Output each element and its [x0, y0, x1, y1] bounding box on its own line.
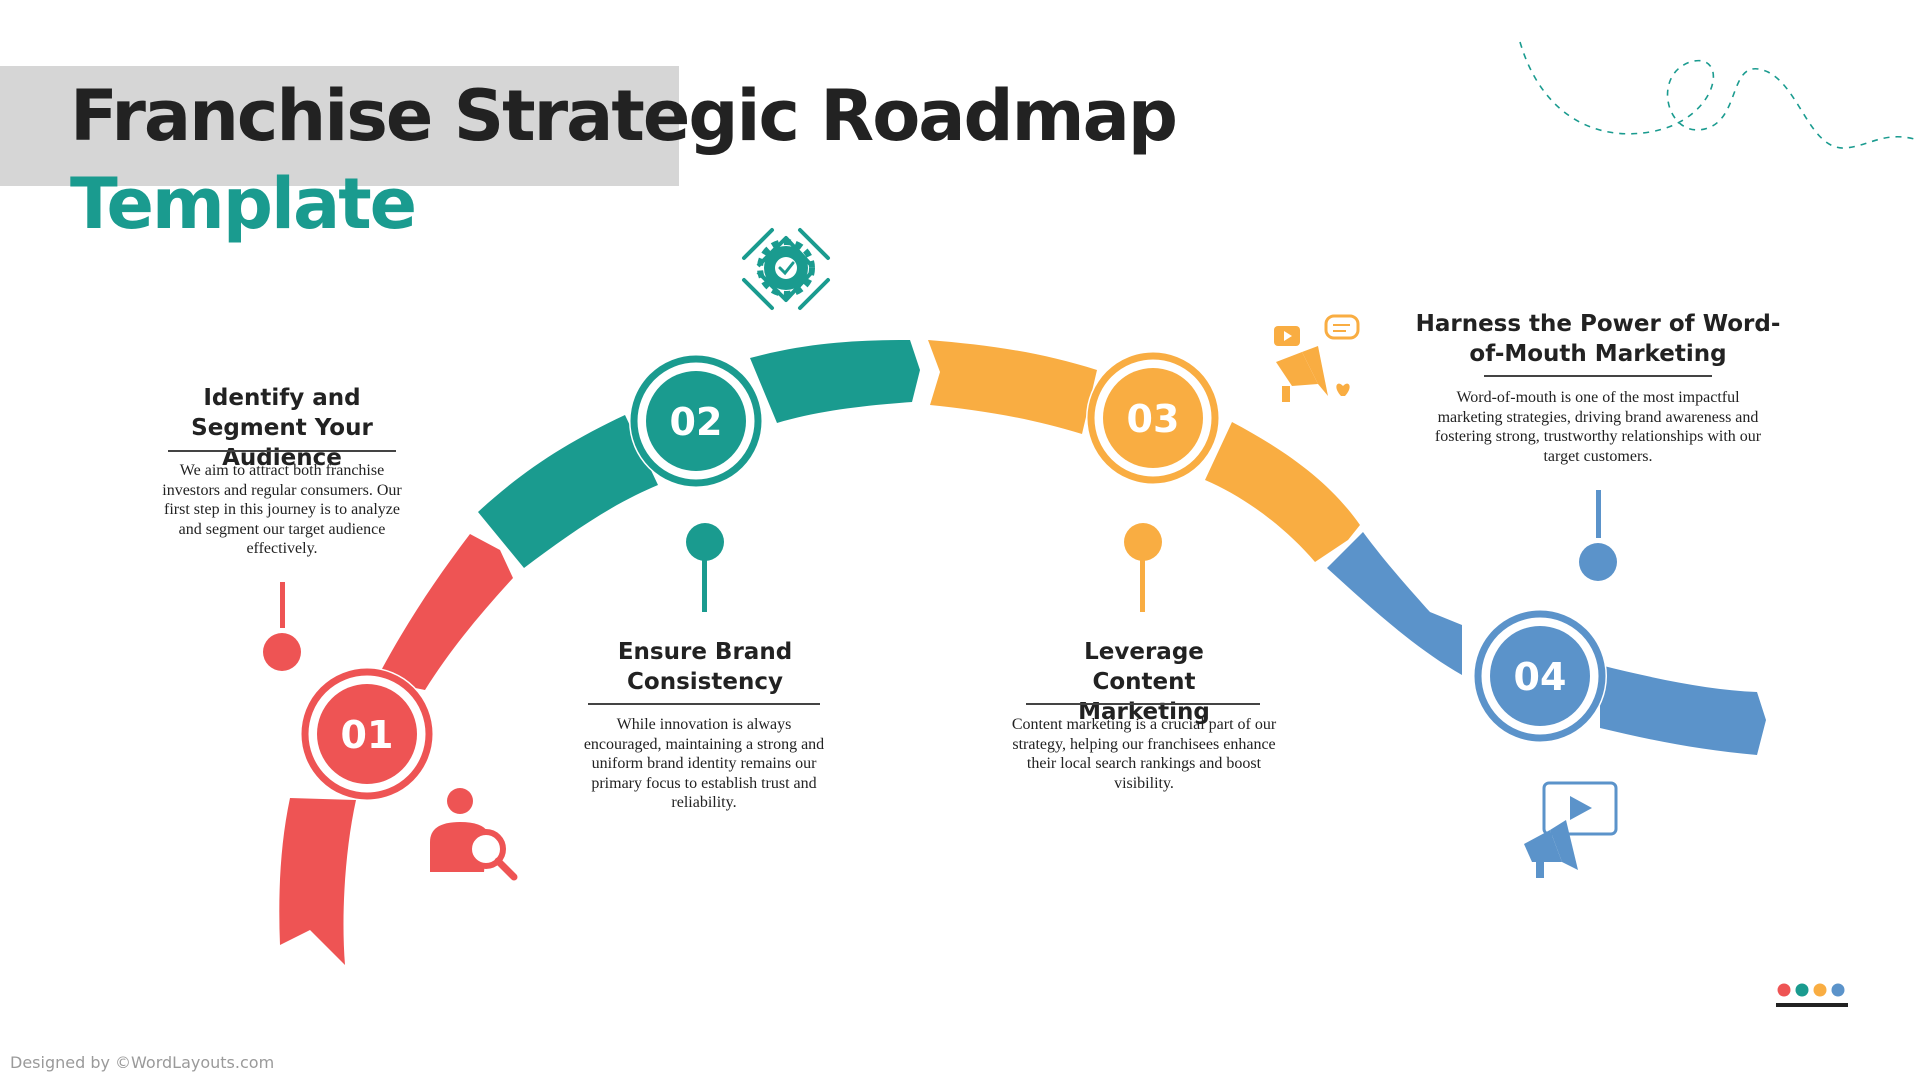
step-01-badge: 01 — [300, 667, 434, 801]
step-02-description: While innovation is always encouraged, m… — [583, 716, 825, 811]
designer-credit: Designed by ©WordLayouts.com — [10, 1053, 275, 1072]
step-04-pin — [1579, 490, 1617, 581]
step-01-title: Identify and Segment Your Audience — [191, 385, 373, 471]
arc-segment-blue-2 — [1600, 665, 1766, 755]
step-01-number: 01 — [341, 713, 394, 757]
video-megaphone-icon — [1524, 781, 1618, 878]
step-01-divider — [168, 450, 396, 452]
step-02-number: 02 — [670, 400, 723, 444]
title-highlight-bar — [0, 66, 679, 186]
person-search-icon — [430, 788, 518, 881]
arc-segment-red — [376, 534, 513, 690]
arc-segment-orange-1 — [928, 340, 1097, 434]
page-title-line-1: Franchise Strategic Roadmap — [70, 75, 1178, 157]
page-title: Franchise Strategic Roadmap Template — [70, 72, 1178, 248]
roadmap-arc — [279, 340, 1766, 965]
step-02-divider — [588, 703, 820, 705]
arc-segment-red-start — [279, 798, 356, 965]
arc-segment-orange-2 — [1205, 422, 1360, 562]
step-04-title: Harness the Power of Word-of-Mouth Marke… — [1415, 311, 1781, 367]
step-01-pin — [263, 582, 301, 671]
step-02-badge: 02 — [629, 354, 763, 488]
arc-segment-blue-1 — [1327, 532, 1462, 675]
step-02-pin — [686, 523, 724, 612]
step-04-description: Word-of-mouth is one of the most impactf… — [1434, 389, 1762, 465]
step-02-title: Ensure Brand Consistency — [617, 639, 793, 695]
step-03-pin — [1124, 523, 1162, 612]
step-04-number: 04 — [1514, 655, 1567, 699]
step-04-divider — [1484, 375, 1712, 377]
step-04-badge: 04 — [1473, 609, 1607, 743]
gear-check-icon — [742, 228, 830, 310]
step-03-description: Content marketing is a crucial part of o… — [1011, 716, 1277, 792]
megaphone-social-icon — [1274, 314, 1360, 402]
arc-segment-teal-2 — [750, 340, 920, 423]
step-01-description: We aim to attract both franchise investo… — [162, 462, 402, 557]
arc-segment-teal-1 — [478, 415, 658, 568]
dashed-swirl-decoration — [1519, 41, 1919, 149]
step-03-number: 03 — [1127, 397, 1180, 441]
step-03-badge: 03 — [1086, 351, 1220, 485]
page-title-line-2: Template — [70, 163, 417, 245]
brand-dots-logo — [1776, 983, 1848, 1007]
step-03-title: Leverage Content Marketing — [1078, 639, 1210, 725]
step-03-divider — [1026, 703, 1260, 705]
